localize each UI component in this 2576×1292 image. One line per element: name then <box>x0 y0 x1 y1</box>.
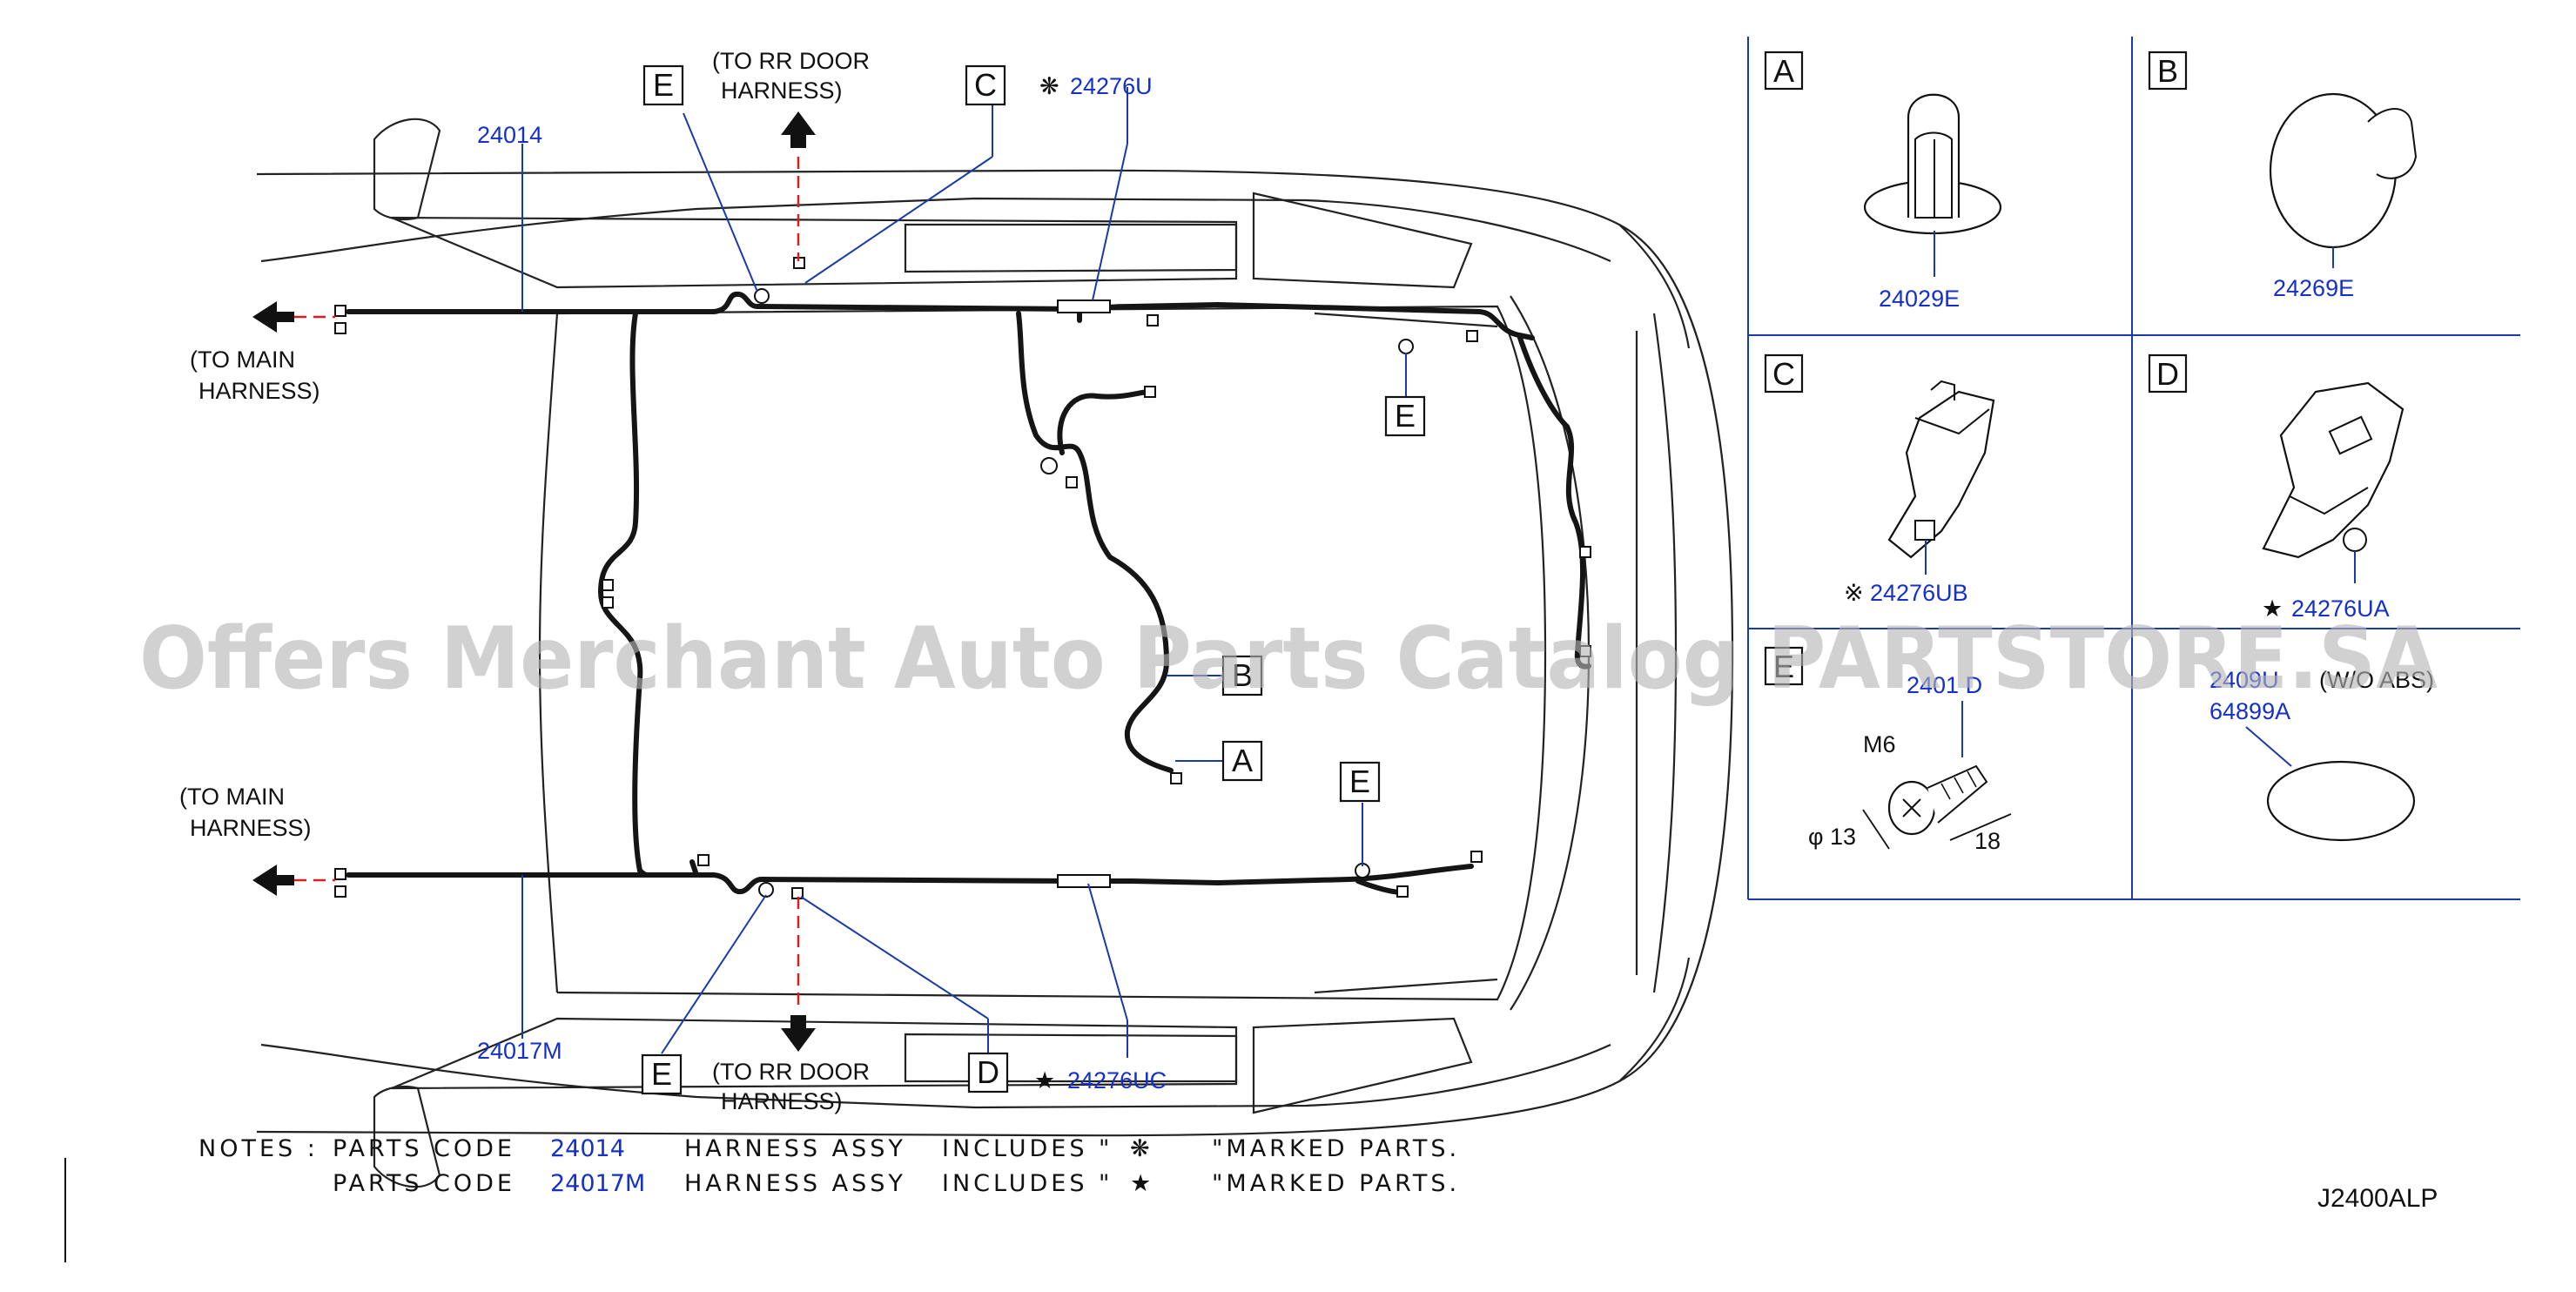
arrow-left-icon-lower <box>252 865 294 896</box>
to-rr-door-bottom-line2: HARNESS) <box>721 1088 843 1114</box>
star-symbol-24276uc: ★ <box>1034 1067 1055 1093</box>
part-24029e[interactable]: 24029E <box>1879 286 1960 312</box>
notes-row2-symbol: ★ <box>1130 1170 1154 1197</box>
to-main-top-line2: HARNESS) <box>198 378 320 404</box>
to-rr-door-top-line2: HARNESS) <box>721 77 843 104</box>
arrow-up-icon <box>781 111 816 148</box>
clip-24269e-icon <box>2269 92 2418 268</box>
notes-row1-marked: "MARKED PARTS. <box>1212 1135 1460 1162</box>
leader-64899a <box>2245 726 2292 767</box>
part-24276u[interactable]: 24276U <box>1070 73 1153 99</box>
svg-text:C: C <box>1772 356 1795 392</box>
notes-row2-harness: HARNESS ASSY <box>684 1170 906 1197</box>
clip-24276ua-icon <box>2262 381 2404 583</box>
detail-cell-c: C ※ 24276UB <box>1764 353 1995 606</box>
plug-64899a-icon <box>2266 760 2416 842</box>
detail-grid <box>1747 37 2520 900</box>
detail-cell-a: A 24029E <box>1764 50 2002 312</box>
notes-row1-symbol: ❋ <box>1130 1135 1153 1162</box>
notes-row1-harness: HARNESS ASSY <box>684 1135 906 1162</box>
callout-b-center[interactable]: B <box>1221 655 1263 696</box>
clip-24276ub-icon <box>1887 380 1995 575</box>
svg-text:E: E <box>1395 398 1416 434</box>
svg-text:A: A <box>1773 53 1794 89</box>
red-routing-lines <box>294 157 800 1010</box>
svg-text:E: E <box>651 1056 672 1092</box>
callout-e-right-top[interactable]: E <box>1384 395 1426 437</box>
star-symbol-24276ua: ★ <box>2262 596 2283 622</box>
arrow-down-icon <box>781 1015 816 1052</box>
svg-text:C: C <box>974 67 997 103</box>
harness-24017m[interactable] <box>346 859 1474 895</box>
direction-arrows <box>252 111 816 1052</box>
callout-c-top[interactable]: C <box>965 64 1006 106</box>
notes-lead: NOTES : <box>198 1135 319 1162</box>
leader-lines <box>521 87 1407 1058</box>
to-main-bottom-line2: HARNESS) <box>190 815 312 841</box>
part-2401-d[interactable]: 2401 D <box>1907 672 1982 698</box>
svg-text:A: A <box>1232 743 1253 778</box>
notes-section: NOTES : PARTS CODE 24014 HARNESS ASSY IN… <box>198 1135 1460 1197</box>
svg-text:B: B <box>2157 53 2178 89</box>
callout-d-bottom[interactable]: D <box>967 1052 1009 1093</box>
svg-text:E: E <box>1773 649 1794 684</box>
detail-cell-d: D ★ 24276UA <box>2148 353 2404 622</box>
ref-symbol-24276ub: ※ <box>1844 580 1864 606</box>
m6-label: M6 <box>1863 731 1896 757</box>
diagram-id: J2400ALP <box>2317 1184 2438 1213</box>
part-24017m[interactable]: 24017M <box>477 1038 562 1064</box>
to-main-top-line1: (TO MAIN <box>190 347 295 373</box>
connectors <box>334 257 1591 899</box>
part-24014[interactable]: 24014 <box>477 122 542 148</box>
part-64899a[interactable]: 64899A <box>2209 698 2290 724</box>
notes-row2-marked: "MARKED PARTS. <box>1212 1170 1460 1197</box>
detail-cell-b: B 24269E <box>2148 50 2418 301</box>
part-24276ua[interactable]: 24276UA <box>2291 596 2390 622</box>
dim18-label: 18 <box>1974 828 2001 854</box>
flower-symbol-24276u: ❋ <box>1039 73 1059 99</box>
svg-text:D: D <box>2156 356 2179 392</box>
detail-cell-e: E 2401 D M6 φ 13 18 <box>1764 646 2012 854</box>
harness-24014[interactable] <box>346 291 1591 873</box>
notes-row1-includes: INCLUDES " <box>942 1135 1113 1162</box>
notes-row1-code: 24014 <box>550 1135 625 1162</box>
callout-e-right-bottom[interactable]: E <box>1339 761 1381 803</box>
arrow-left-icon <box>252 301 294 333</box>
part-24276ub[interactable]: 24276UB <box>1870 580 1968 606</box>
notes-row1-parts-code: PARTS CODE <box>333 1135 515 1162</box>
svg-text:D: D <box>977 1054 999 1090</box>
part-24269e[interactable]: 24269E <box>2273 275 2354 301</box>
phi13-label: φ 13 <box>1808 824 1856 850</box>
to-rr-door-bottom-line1: (TO RR DOOR <box>712 1059 870 1085</box>
wo-abs-label: (W/O ABS) <box>2319 667 2434 693</box>
clip-24029e-icon <box>1863 93 2002 277</box>
svg-text:E: E <box>1349 764 1370 799</box>
detail-cell-f: 2409U (W/O ABS) 64899A <box>2209 667 2434 842</box>
watermark-text: Offers Merchant Auto Parts Catalog PARTS… <box>139 609 2438 709</box>
part-24276uc[interactable]: 24276UC <box>1067 1067 1167 1093</box>
part-2409u[interactable]: 2409U <box>2209 667 2279 693</box>
notes-row2-includes: INCLUDES " <box>942 1170 1113 1197</box>
svg-text:B: B <box>1232 657 1253 693</box>
callout-a-center[interactable]: A <box>1221 740 1263 782</box>
callout-e-bottom-left[interactable]: E <box>641 1053 683 1095</box>
to-main-bottom-line1: (TO MAIN <box>179 784 285 810</box>
bolt-icon <box>1862 764 2012 850</box>
notes-row2-parts-code: PARTS CODE <box>333 1170 515 1197</box>
svg-text:E: E <box>653 67 674 103</box>
notes-row2-code: 24017M <box>550 1170 645 1197</box>
to-rr-door-top-line1: (TO RR DOOR <box>712 48 870 74</box>
callout-e-top-left[interactable]: E <box>642 64 684 106</box>
